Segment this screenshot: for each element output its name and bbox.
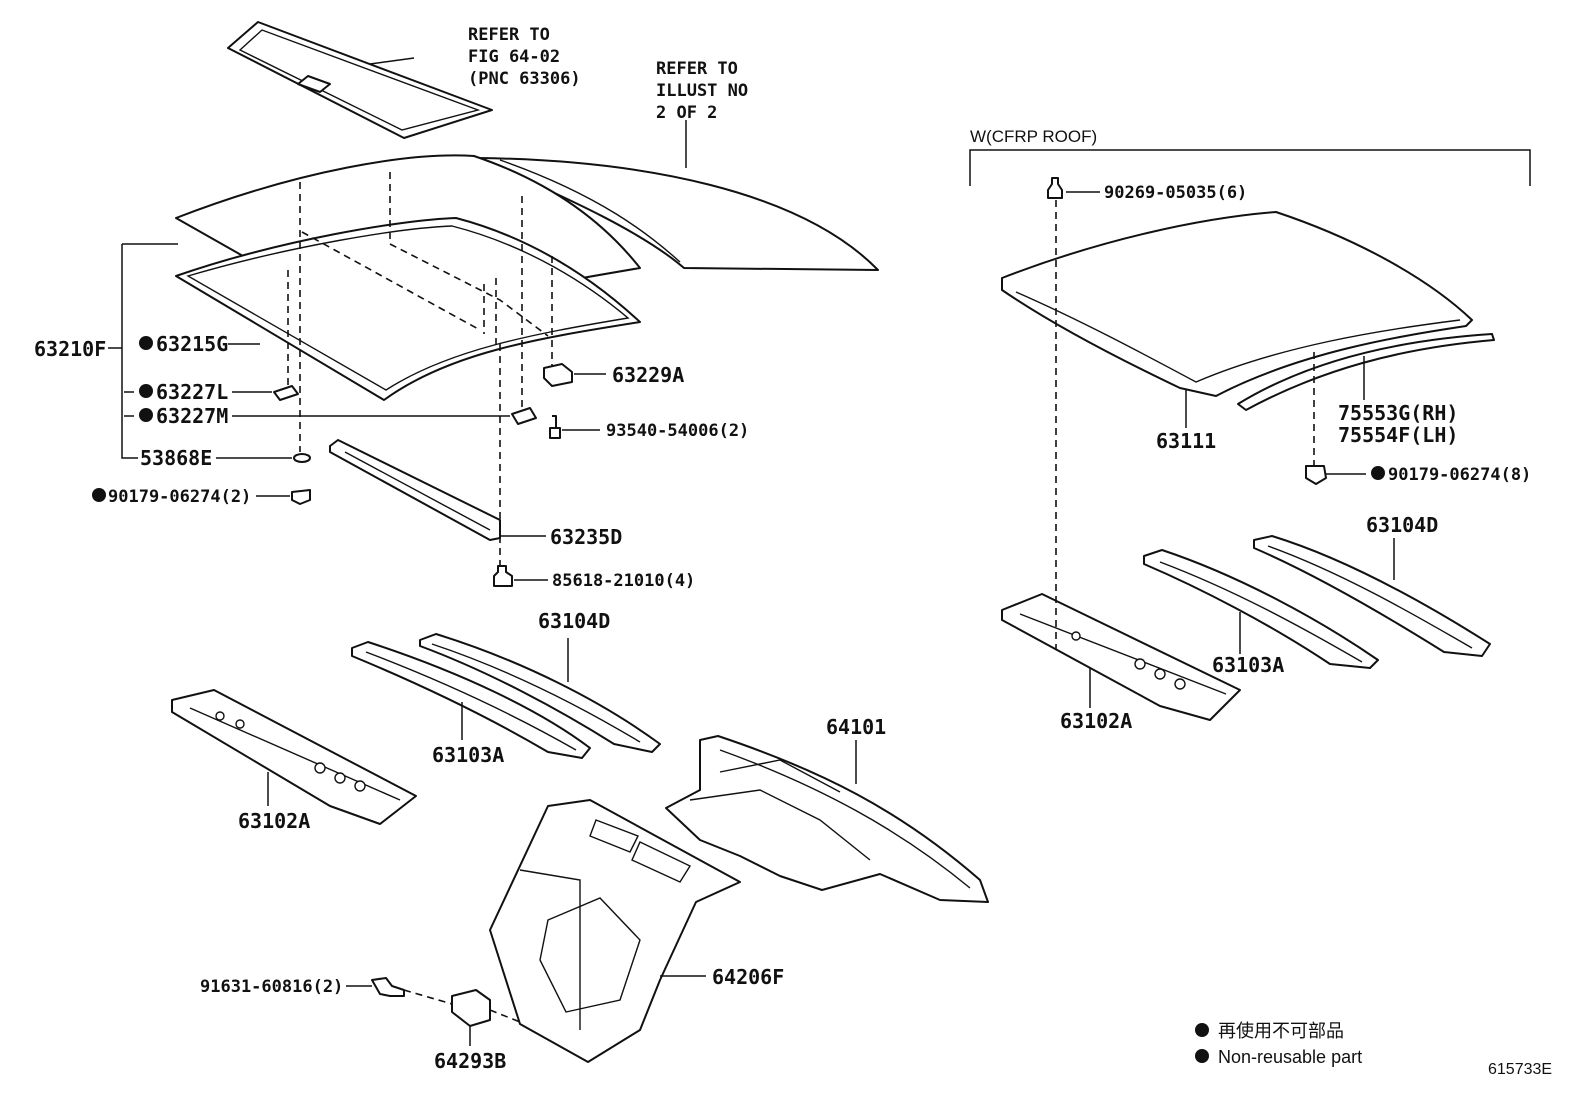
label-90179-06274-2[interactable]: 90179-06274(2) bbox=[108, 487, 251, 507]
clip-63229A-drawing bbox=[543, 363, 573, 387]
label-75554F-LH[interactable]: 75554F(LH) bbox=[1338, 423, 1458, 447]
figure-id: 615733E bbox=[1488, 1061, 1552, 1078]
label-63215G[interactable]: 63215G bbox=[156, 332, 228, 356]
note-illust-line1: REFER TO bbox=[656, 59, 738, 79]
label-90269-05035-6[interactable]: 90269-05035(6) bbox=[1104, 183, 1247, 203]
roof-bow-63104D-left-drawing bbox=[419, 633, 661, 753]
legend: 再使用不可部品 Non-reusable part bbox=[1195, 1021, 1362, 1067]
rear-panel-64206F-drawing bbox=[489, 799, 741, 1063]
label-63103A-left[interactable]: 63103A bbox=[432, 743, 504, 767]
note-sunroof-line3: (PNC 63306) bbox=[468, 69, 581, 89]
note-sunroof-line2: FIG 64-02 bbox=[468, 47, 560, 67]
label-64206F[interactable]: 64206F bbox=[712, 965, 784, 989]
rear-cross-member-drawing bbox=[329, 439, 501, 541]
bracket-64293B-drawing bbox=[451, 989, 491, 1027]
legend-bullet-en bbox=[1195, 1049, 1209, 1063]
label-63103A-right[interactable]: 63103A bbox=[1212, 653, 1284, 677]
bolt-91631-drawing bbox=[371, 977, 405, 997]
roof-bow-63102A-left-drawing bbox=[171, 689, 417, 825]
roof-bow-63102A-right-drawing bbox=[1001, 593, 1241, 721]
non-reusable-bullet-63215G bbox=[139, 336, 153, 350]
nut-90179-left-drawing bbox=[291, 489, 311, 505]
legend-en-text: Non-reusable part bbox=[1218, 1047, 1362, 1067]
roof-panel-rear-drawing bbox=[477, 157, 879, 271]
roof-molding-drawing bbox=[1237, 333, 1495, 411]
roof-bow-63103A-left-drawing bbox=[351, 641, 591, 759]
label-63111[interactable]: 63111 bbox=[1156, 429, 1216, 453]
clip-63227L-drawing bbox=[273, 385, 299, 401]
label-63104D-right[interactable]: 63104D bbox=[1366, 513, 1438, 537]
label-90179-06274-8[interactable]: 90179-06274(8) bbox=[1388, 465, 1531, 485]
note-illust-ref: REFER TO ILLUST NO 2 OF 2 bbox=[656, 59, 748, 123]
non-reusable-bullet-63227M bbox=[139, 408, 153, 422]
bolt-85618-drawing bbox=[493, 565, 513, 587]
washer-53868E-drawing bbox=[293, 453, 311, 463]
label-63102A-right[interactable]: 63102A bbox=[1060, 709, 1132, 733]
label-63104D-left[interactable]: 63104D bbox=[538, 609, 610, 633]
note-illust-line2: ILLUST NO bbox=[656, 81, 748, 101]
left-leader-lines bbox=[108, 57, 857, 1046]
roof-bow-63103A-right-drawing bbox=[1143, 549, 1379, 669]
label-63227M[interactable]: 63227M bbox=[156, 404, 228, 428]
nut-90179-right-drawing bbox=[1305, 465, 1327, 485]
label-91631-60816-2[interactable]: 91631-60816(2) bbox=[200, 977, 343, 997]
cfrp-roof-63111-drawing bbox=[1001, 211, 1473, 397]
non-reusable-bullet-63227L bbox=[139, 384, 153, 398]
label-63235D[interactable]: 63235D bbox=[550, 525, 622, 549]
legend-jp-text: 再使用不可部品 bbox=[1218, 1021, 1344, 1041]
right-leader-lines bbox=[1055, 191, 1395, 708]
cfrp-bracket-frame bbox=[969, 149, 1531, 186]
rear-shelf-64101-drawing bbox=[665, 735, 989, 903]
label-64101[interactable]: 64101 bbox=[826, 715, 886, 739]
non-reusable-bullet-90179-right bbox=[1371, 466, 1385, 480]
label-53868E[interactable]: 53868E bbox=[140, 446, 212, 470]
note-sunroof-line1: REFER TO bbox=[468, 25, 550, 45]
label-64293B[interactable]: 64293B bbox=[434, 1049, 506, 1073]
note-illust-line3: 2 OF 2 bbox=[656, 103, 717, 123]
label-63229A[interactable]: 63229A bbox=[612, 363, 684, 387]
non-reusable-bullet-90179-left bbox=[92, 488, 106, 502]
label-75553G-RH[interactable]: 75553G(RH) bbox=[1338, 401, 1458, 425]
sunroof-glass-drawing bbox=[227, 21, 493, 139]
roof-glass-frame-drawing bbox=[175, 217, 641, 401]
clip-63227M-drawing bbox=[511, 407, 537, 425]
bolt-90269-drawing bbox=[1047, 177, 1063, 199]
label-63102A-left[interactable]: 63102A bbox=[238, 809, 310, 833]
legend-bullet-jp bbox=[1195, 1023, 1209, 1037]
bolt-93540-drawing bbox=[549, 415, 561, 439]
note-sunroof-ref: REFER TO FIG 64-02 (PNC 63306) bbox=[468, 25, 581, 89]
label-63227L[interactable]: 63227L bbox=[156, 380, 228, 404]
label-63210F[interactable]: 63210F bbox=[34, 337, 106, 361]
label-85618-21010-4[interactable]: 85618-21010(4) bbox=[552, 571, 695, 591]
roof-bow-63104D-right-drawing bbox=[1253, 535, 1491, 657]
label-93540-54006-2[interactable]: 93540-54006(2) bbox=[606, 421, 749, 441]
label-cfrp-roof-variant: W(CFRP ROOF) bbox=[970, 127, 1097, 146]
